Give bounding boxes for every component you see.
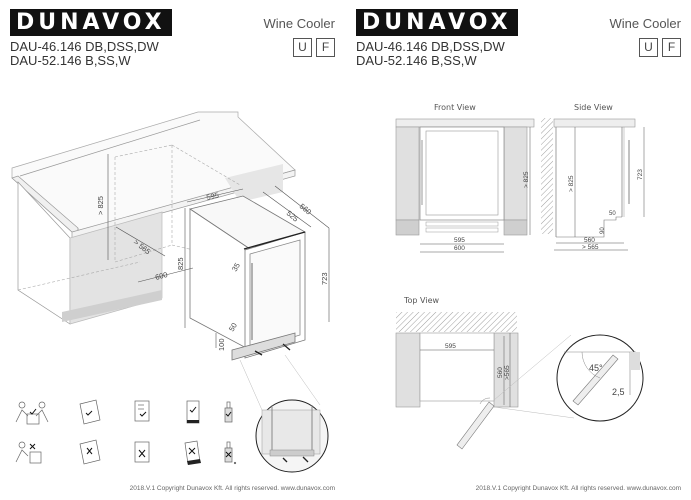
upright-unit-icon [186, 400, 200, 424]
installation-isometric-diagram: > 825 > 565 600 595 525 560 723 825 35 5… [11, 111, 330, 473]
side-dim-plinth-height: 90 [600, 227, 606, 234]
installation-page-right: DUNAVOX DAU-46.146 DB,DSS,DW DAU-52.146 … [346, 0, 691, 500]
bottle-warning-icon [224, 441, 237, 465]
badge-undercounter: U [293, 38, 312, 57]
dim-plinth-height: 100 [217, 338, 226, 351]
badge-freestanding: F [662, 38, 681, 57]
top-view-diagram: Top View 595 560 >565 [395, 296, 575, 450]
no-checklist-icon [134, 441, 150, 463]
front-dim-outer-width: 600 [454, 245, 465, 252]
top-dim-width: 595 [445, 343, 456, 350]
install-type-badges: U F [293, 38, 335, 57]
ventilation-detail-circle [255, 399, 329, 473]
side-dim-niche-depth: > 565 [582, 244, 599, 251]
checklist-icon [134, 400, 150, 422]
two-person-lift-icon [15, 401, 49, 425]
side-dim-niche-height: > 825 [568, 175, 575, 192]
air-intake-arrow [254, 350, 263, 356]
model-list: DAU-46.146 DB,DSS,DW DAU-52.146 B,SS,W [10, 40, 159, 68]
model-line-2: DAU-52.146 B,SS,W [10, 53, 131, 68]
dim-plinth-clearance: 50 [227, 321, 239, 333]
installation-page-left: DUNAVOX DAU-46.146 DB,DSS,DW DAU-52.146 … [0, 0, 345, 500]
hinge-detail-circle: 45° 2,5 [556, 334, 644, 422]
side-dim-unit-depth: 560 [584, 237, 595, 244]
side-dim-unit-height: 723 [637, 169, 644, 180]
air-exhaust-arrow [282, 343, 291, 351]
model-line-2: DAU-52.146 B,SS,W [356, 53, 477, 68]
dim-door-offset: 35 [230, 261, 242, 273]
top-view-title: Top View [403, 296, 439, 305]
read-manual-icon [79, 399, 101, 425]
badge-freestanding: F [316, 38, 335, 57]
model-line-1: DAU-46.146 DB,DSS,DW [356, 39, 505, 54]
copyright-footer: 2018.V.1 Copyright Dunavox Kft. All righ… [129, 485, 335, 492]
dim-unit-width: 595 [206, 191, 220, 202]
detail-gap: 2,5 [612, 387, 625, 397]
brand-logo: DUNAVOX [356, 9, 518, 36]
tilted-unit-icon [184, 440, 201, 465]
install-type-badges: U F [639, 38, 681, 57]
dim-unit-height: 723 [320, 272, 329, 285]
product-category: Wine Cooler [263, 16, 335, 31]
dim-front-niche-height: 825 [176, 257, 185, 270]
model-line-1: DAU-46.146 DB,DSS,DW [10, 39, 159, 54]
badge-undercounter: U [639, 38, 658, 57]
product-category: Wine Cooler [609, 16, 681, 31]
copyright-footer: 2018.V.1 Copyright Dunavox Kft. All righ… [475, 485, 681, 492]
bottle-icon [224, 401, 233, 423]
brand-logo: DUNAVOX [10, 9, 172, 36]
dim-niche-height: > 825 [96, 196, 105, 215]
front-dim-inner-width: 595 [454, 237, 465, 244]
single-person-lift-icon [15, 441, 42, 464]
model-list: DAU-46.146 DB,DSS,DW DAU-52.146 B,SS,W [356, 40, 505, 68]
front-view-title: Front View [434, 103, 476, 112]
side-dim-plinth-setback: 50 [609, 211, 616, 217]
side-view-diagram: Side View > 825 723 50 90 560 > 565 [541, 103, 645, 251]
front-view-diagram: Front View > 825 595 600 [395, 103, 535, 253]
top-dim-niche-depth: >565 [504, 365, 511, 380]
side-view-title: Side View [574, 103, 613, 112]
detail-angle: 45° [589, 363, 603, 373]
skip-manual-icon [79, 439, 101, 465]
dim-unit-depth-total: 560 [298, 202, 313, 217]
top-dim-depth: 560 [497, 367, 504, 378]
front-dim-height: > 825 [523, 171, 530, 188]
dim-niche-width: 600 [154, 270, 168, 282]
